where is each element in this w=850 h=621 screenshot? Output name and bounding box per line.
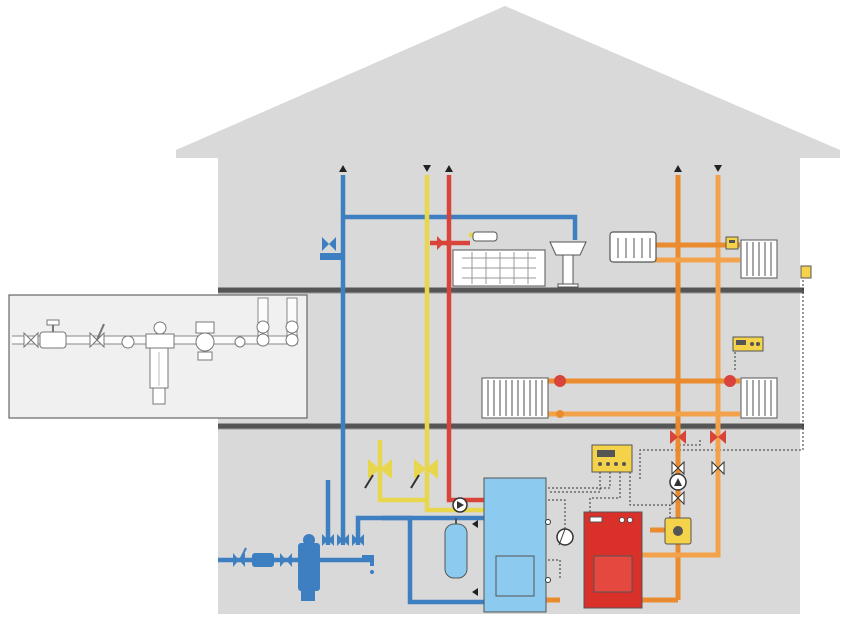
valve-icon (337, 534, 349, 546)
inset-riser-pipes (256, 297, 299, 347)
radiator-icon (609, 231, 657, 263)
expansion-vessel-icon (444, 518, 468, 579)
valve-icon (671, 460, 685, 476)
storage-tank-icon (483, 477, 547, 613)
pressure-reducer-icon (195, 321, 215, 361)
water-meter-icon (39, 319, 67, 349)
radiator-icon (740, 377, 778, 419)
boiler-icon (583, 511, 643, 609)
controller-panel (591, 444, 633, 473)
valve-icon (23, 323, 105, 349)
valve-icon (671, 490, 685, 506)
valve-icon (414, 459, 438, 479)
valve-icon (352, 534, 364, 546)
tap-icon (362, 555, 374, 566)
flow-arrows (339, 165, 722, 172)
radiator-icon (740, 239, 778, 279)
valve-icon (322, 534, 334, 546)
filter-icon (298, 543, 320, 591)
radiator-icon (481, 377, 549, 419)
filter-icon (145, 321, 175, 405)
mixing-valve-actuator (664, 517, 692, 545)
water-meter-icon (252, 553, 274, 567)
valve-icon (710, 430, 726, 444)
valve-icon (280, 553, 292, 567)
washbasin-icon (549, 241, 587, 288)
bathtub-icon (452, 231, 546, 287)
valve-icon (322, 237, 336, 251)
thermostat-icon (800, 265, 812, 279)
thermostat-icon (725, 236, 739, 250)
valve-icon (670, 430, 686, 444)
cold-water-pipes (218, 175, 578, 605)
thermostat-icon (732, 336, 764, 352)
cold-water-fittings (233, 237, 374, 601)
valve-icon (437, 236, 451, 250)
heating-fittings (554, 375, 736, 506)
valve-icon (368, 459, 392, 479)
inset-detail-panel (8, 294, 308, 419)
valve-icon (711, 460, 725, 476)
hot-water-fittings (364, 459, 438, 489)
